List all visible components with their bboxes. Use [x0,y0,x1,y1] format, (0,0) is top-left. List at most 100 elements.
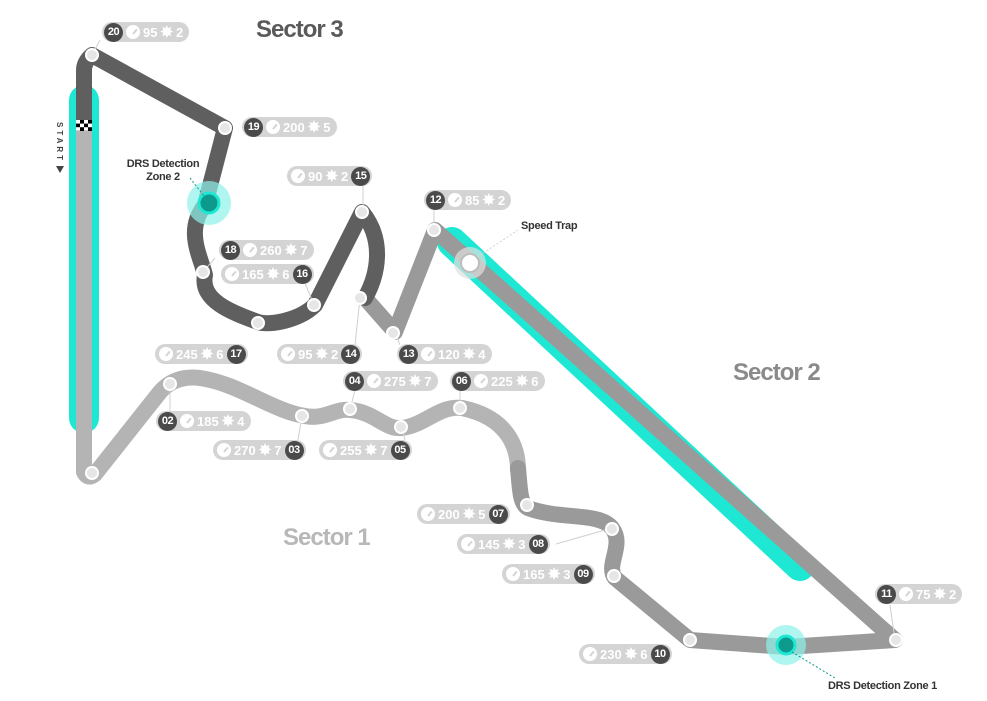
start-direction-arrow-icon [56,166,64,173]
corner-gear: 4 [237,413,245,429]
corner-gear: 2 [176,24,184,40]
corner-gear: 6 [531,373,539,389]
corner-speed: 90 [308,168,323,184]
corner-label-16: 165 ✸ 6 16 [221,264,314,284]
corner-node-15 [355,205,369,219]
sector-2-label: Sector 2 [733,359,821,386]
corner-gear: 6 [216,346,224,362]
corner-gear: 4 [478,346,486,362]
gear-icon: ✸ [624,645,638,663]
corner-speed: 245 [176,346,198,362]
corner-label-09: 165 ✸ 3 09 [502,564,595,584]
corner-gear: 6 [282,266,290,282]
speed-gauge-icon [506,567,520,581]
corner-number: 17 [226,344,246,364]
gear-icon: ✸ [515,372,529,390]
corner-gear: 6 [640,646,648,662]
corner-number: 13 [399,344,418,364]
corner-number: 05 [390,440,410,460]
corner-node-12 [427,223,441,237]
speed-gauge-icon [421,347,435,361]
start-finish-flag-icon [76,120,92,131]
corner-speed: 225 [491,373,513,389]
speed-gauge-icon [217,443,231,457]
corner-number: 08 [528,534,548,554]
corner-label-12: 12 85 ✸ 2 [424,190,512,210]
corner-label-06: 06 225 ✸ 6 [450,371,545,391]
corner-node-13 [386,326,400,340]
gear-icon: ✸ [462,505,476,523]
corner-speed: 145 [478,536,500,552]
speed-gauge-icon [266,120,280,134]
corner-node-08 [605,522,619,536]
drs-detection-zone-1-label: DRS Detection Zone 1 [828,680,937,692]
sector-1-label: Sector 1 [283,524,371,551]
corner-nodes [85,48,903,647]
gear-icon: ✸ [462,345,476,363]
corner-number: 10 [650,644,670,664]
corner-number: 14 [341,344,361,364]
gear-icon: ✸ [258,441,272,459]
drs-1-leader [791,651,836,679]
corner-gear: 2 [341,168,349,184]
corner-node-17 [251,316,265,330]
corner-label-05: 255 ✸ 7 05 [319,440,412,460]
start-label: START [55,122,64,164]
corner-label-04: 04 275 ✸ 7 [343,371,438,391]
corner-gear: 7 [424,373,432,389]
speed-trap-label: Speed Trap [521,220,578,232]
corner-label-17: 245 ✸ 6 17 [155,344,248,364]
corner-node-07 [520,498,534,512]
corner-gear: 5 [323,119,331,135]
drs-zone-2-line1: DRS Detection [126,158,200,170]
corner-gear: 3 [563,566,571,582]
corner-speed: 75 [916,586,931,602]
drs-zone-2-line2: Zone 2 [146,171,180,183]
corner-label-08: 145 ✸ 3 08 [457,534,550,554]
corner-node-03 [295,409,309,423]
speed-gauge-icon [448,193,462,207]
corner-label-07: 200 ✸ 5 07 [417,504,510,524]
corner-number: 07 [488,504,508,524]
corner-gear: 7 [274,442,282,458]
corner-gear: 5 [478,506,486,522]
corner-number: 19 [244,117,263,137]
corner-label-11: 11 75 ✸ 2 [875,584,963,604]
speed-gauge-icon [291,169,305,183]
speed-gauge-icon [421,507,435,521]
corner-label-03: 270 ✸ 7 03 [213,440,306,460]
gear-icon: ✸ [364,441,378,459]
gear-icon: ✸ [502,535,516,553]
corner-number: 15 [351,166,371,186]
corner-speed: 200 [438,506,460,522]
corner-speed: 95 [143,24,158,40]
speed-gauge-icon [159,347,173,361]
gear-icon: ✸ [200,345,214,363]
corner-label-20: 20 95 ✸ 2 [102,22,190,42]
gear-icon: ✸ [266,265,280,283]
drs-detection-1-marker [775,634,797,656]
corner-gear: 2 [498,192,506,208]
corner-number: 18 [221,240,240,260]
speed-gauge-icon [899,587,913,601]
speed-gauge-icon [323,443,337,457]
corner-node-06 [453,401,467,415]
corner-gear: 7 [380,442,388,458]
drs-detection-zone-2-label: DRS Detection Zone 2 [118,158,208,184]
drs-detection-2-marker [197,191,221,215]
corner-node-11 [889,633,903,647]
corner-node-16 [307,298,321,312]
corner-number: 04 [345,371,364,391]
corner-node-05 [394,420,408,434]
corner-label-02: 02 185 ✸ 4 [156,411,251,431]
corner-label-18: 18 260 ✸ 7 [219,240,314,260]
gear-icon: ✸ [482,191,496,209]
corner-node-18 [196,265,210,279]
corner-label-14: 95 ✸ 2 14 [277,344,363,364]
corner-number: 16 [292,264,312,284]
corner-node-01 [85,466,99,480]
speed-trap-marker [460,253,480,273]
speed-gauge-icon [243,243,257,257]
gear-icon: ✸ [284,241,298,259]
